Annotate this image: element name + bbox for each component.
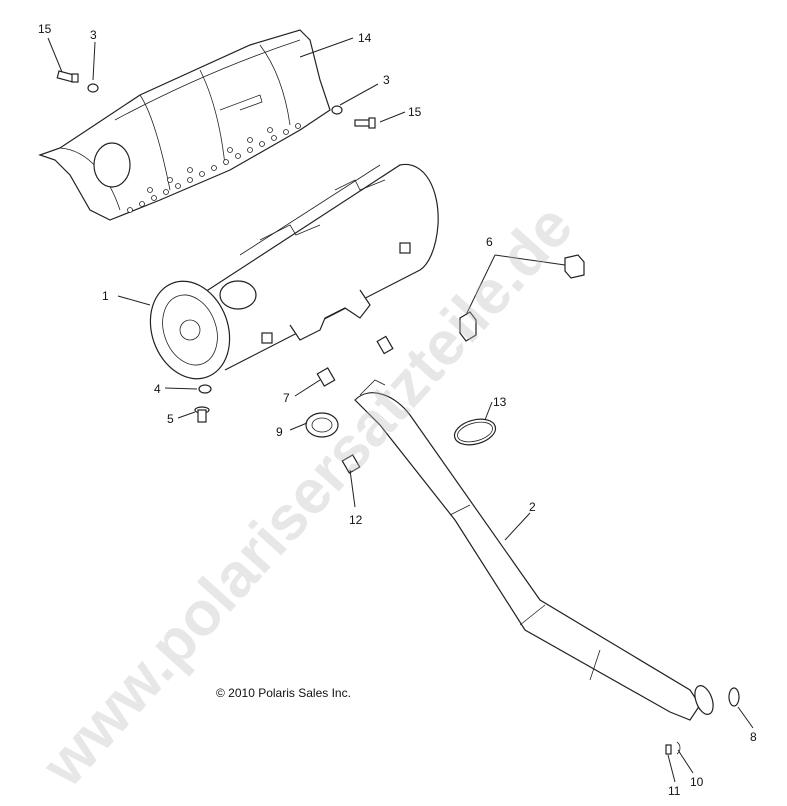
- washer-3-right: [331, 105, 343, 115]
- copyright-text: © 2010 Polaris Sales Inc.: [216, 686, 351, 700]
- washer-4: [198, 384, 212, 394]
- spring-7: [316, 335, 394, 387]
- callout-13: 13: [493, 395, 507, 409]
- grommet-6: [459, 254, 585, 342]
- callout-14: 14: [358, 31, 372, 45]
- heat-shield: [38, 29, 331, 221]
- callout-5: 5: [167, 412, 174, 426]
- heat-shield-holes: [127, 123, 301, 213]
- callout-10: 10: [690, 775, 704, 789]
- muffler: [149, 163, 439, 380]
- callout-15-left: 15: [38, 22, 52, 36]
- clamp-13: [453, 418, 497, 446]
- callout-3-left: 3: [90, 28, 97, 42]
- callout-12: 12: [349, 513, 363, 527]
- washer-3-left: [87, 83, 99, 93]
- bolt-5: [194, 406, 210, 423]
- callout-7: 7: [283, 391, 290, 405]
- callout-8: 8: [750, 730, 757, 744]
- hardware-10-11: [665, 741, 681, 755]
- callout-4: 4: [154, 382, 161, 396]
- callout-6: 6: [486, 235, 493, 249]
- leader-lines: [47, 37, 754, 783]
- bolt-15-left: [56, 70, 79, 83]
- bolt-15-right: [354, 117, 376, 129]
- callout-11: 11: [668, 784, 681, 798]
- exhaust-pipe: [354, 379, 714, 721]
- gasket-8: [728, 687, 740, 707]
- callout-2: 2: [529, 500, 536, 514]
- callout-15-right: 15: [408, 105, 422, 119]
- callout-1: 1: [102, 289, 109, 303]
- callout-9: 9: [276, 425, 283, 439]
- callout-3-right: 3: [383, 73, 390, 87]
- gasket-9: [305, 412, 339, 438]
- spring-12: [341, 454, 361, 474]
